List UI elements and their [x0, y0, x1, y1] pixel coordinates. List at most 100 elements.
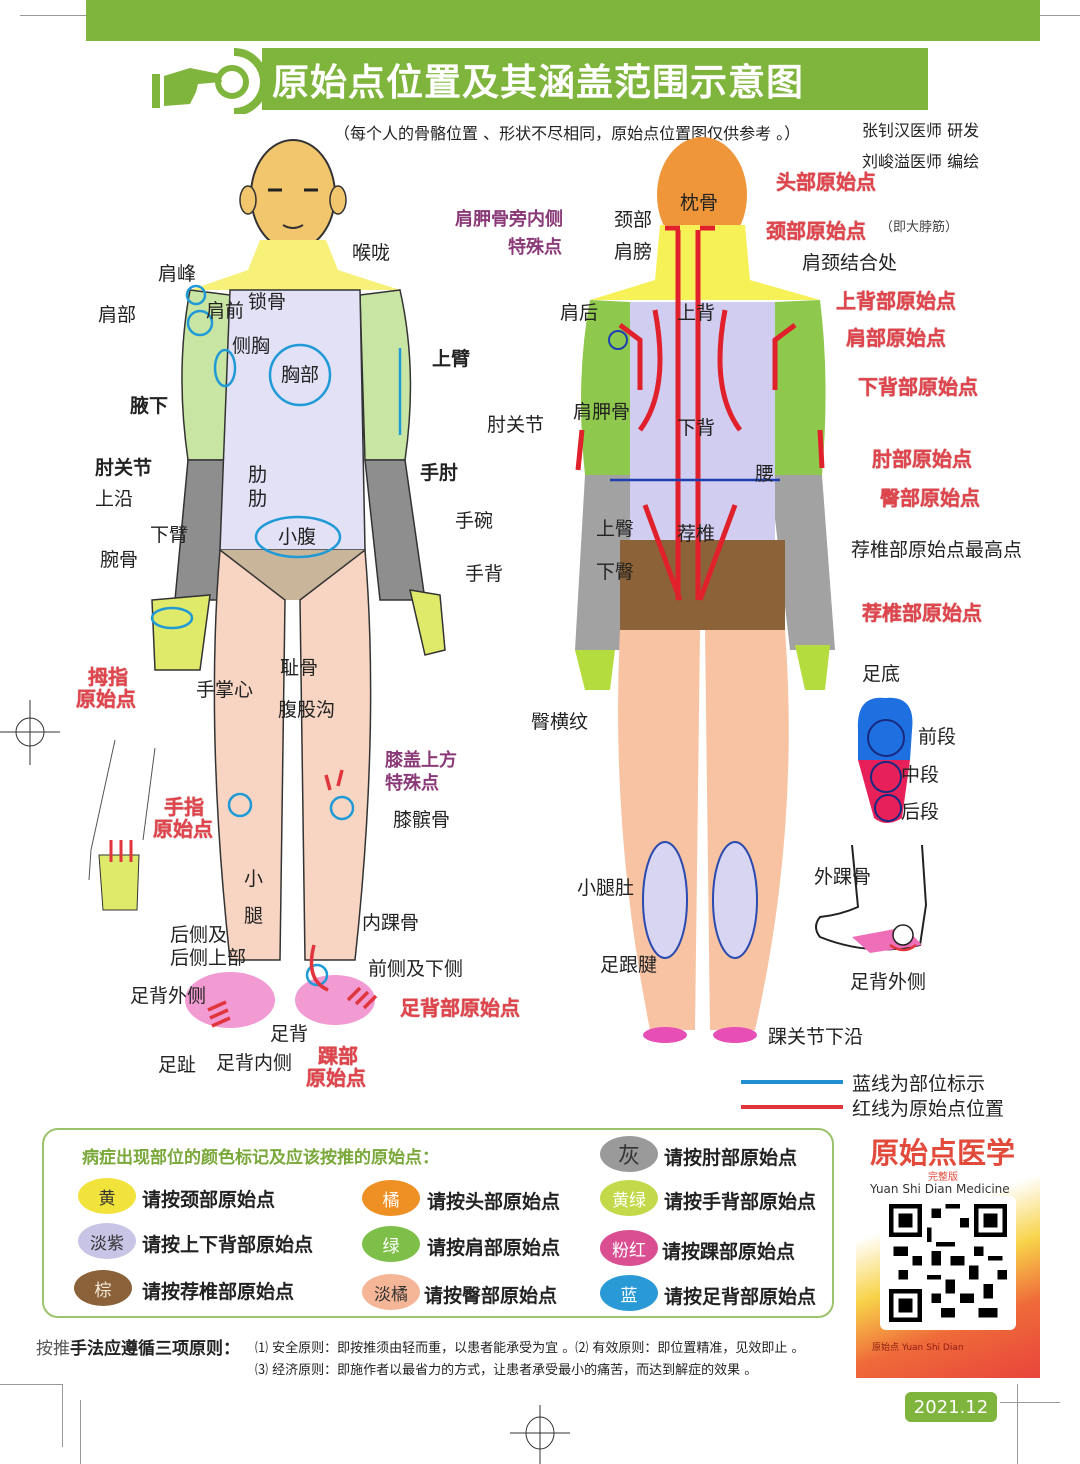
chip-yellow-green: 黄绿 — [600, 1180, 658, 1216]
label-scapula-special-1: 肩胛骨旁内侧 — [455, 209, 563, 230]
label-achilles: 足跟腱 — [600, 954, 658, 976]
origin-ankle-2: 原始点 — [306, 1066, 366, 1090]
red-line-swatch — [741, 1105, 843, 1109]
label-sole-middle: 中段 — [901, 764, 940, 786]
origin-instep: 足背部原始点 — [400, 996, 520, 1020]
label-sole: 足底 — [862, 663, 901, 685]
page-title: 原始点位置及其涵盖范围示意图 — [272, 61, 804, 104]
label-elbow-edge-1: 肘关节 — [95, 457, 153, 479]
label-pubic-bone: 耻骨 — [280, 657, 319, 679]
chip-green: 绿 — [362, 1226, 420, 1262]
label-sole-rear: 后段 — [901, 801, 940, 823]
label-above-knee-2: 特殊点 — [385, 773, 439, 794]
label-occipital: 枕骨 — [680, 192, 719, 214]
label-calf-2: 腿 — [244, 905, 264, 927]
label-shoulder-top: 肩膀 — [614, 241, 653, 263]
date-badge: 2021.12 — [905, 1392, 997, 1422]
label-posterior-2: 后侧上部 — [170, 947, 247, 969]
label-groin: 腹股沟 — [278, 699, 336, 721]
legend-text-light-orange: 请按臀部原始点 — [424, 1285, 558, 1307]
label-upper-back: 上背 — [677, 302, 716, 324]
front-body-figure — [150, 139, 446, 1028]
qr-code-icon[interactable] — [880, 1196, 1016, 1330]
label-side-lateral-instep: 足背外侧 — [850, 971, 927, 993]
chip-gray: 灰 — [600, 1136, 658, 1172]
label-calf-1: 小 — [244, 868, 264, 890]
sole-figure — [857, 697, 913, 823]
chip-yellow: 黄 — [78, 1178, 136, 1214]
color-legend-heading: 病症出现部位的颜色标记及应该按推的原始点： — [82, 1148, 439, 1168]
principles-heading: 按推手法应遵循三项原则： — [36, 1334, 240, 1359]
label-chest: 胸部 — [281, 364, 320, 386]
pointing-hand-target-icon — [152, 48, 265, 114]
legend-text-blue: 请按足背部原始点 — [664, 1286, 817, 1308]
chip-light-purple: 淡紫 — [78, 1223, 136, 1259]
chip-orange: 橘 — [362, 1180, 420, 1216]
label-forearm: 下臂 — [150, 524, 189, 546]
label-shoulder-neck-junction: 肩颈结合处 — [802, 252, 898, 274]
label-lower-buttock: 下臀 — [596, 561, 635, 583]
label-medial-instep: 足背内侧 — [216, 1052, 293, 1074]
legend-text-yellow: 请按颈部原始点 — [142, 1189, 276, 1211]
chip-brown: 棕 — [74, 1270, 132, 1306]
label-clavicle: 锁骨 — [248, 291, 287, 313]
title-banner — [262, 48, 928, 110]
label-scapula: 肩胛骨 — [573, 401, 631, 423]
label-elbow-edge-2: 上沿 — [95, 488, 134, 510]
label-wrist-bone: 腕骨 — [100, 549, 139, 571]
label-waist: 腰 — [755, 463, 775, 485]
promo-title: 原始点医学 — [870, 1136, 1016, 1170]
origin-buttock: 臀部原始点 — [880, 486, 980, 510]
label-trapezius-note: （即大脖筋） — [880, 220, 959, 235]
principles-lead-light: 按推 — [36, 1339, 70, 1359]
crop-mark — [1040, 15, 1080, 16]
origin-finger-2: 原始点 — [153, 817, 213, 841]
side-foot-figure — [815, 845, 928, 953]
label-palm-center: 手掌心 — [196, 679, 254, 701]
label-gluteal-fold: 臀横纹 — [531, 711, 589, 733]
registration-mark — [0, 700, 60, 765]
legend-text-brown: 请按荐椎部原始点 — [142, 1281, 295, 1303]
label-acromion: 肩峰 — [158, 263, 197, 285]
label-lower-abdomen: 小腹 — [278, 526, 317, 548]
origin-lower-back: 下背部原始点 — [858, 375, 978, 399]
label-elbow-joint: 肘关节 — [487, 414, 545, 436]
top-green-band — [86, 0, 1040, 41]
label-sole-front: 前段 — [918, 726, 957, 748]
red-line-label: 红线为原始点位置 — [852, 1098, 1005, 1120]
label-ribs-1: 肋 — [248, 464, 268, 486]
origin-ankle-1: 踝部 — [318, 1044, 358, 1068]
label-above-knee-1: 膝盖上方 — [385, 750, 457, 771]
label-ankle-lower-edge: 踝关节下沿 — [768, 1026, 864, 1048]
crop-mark — [80, 1400, 81, 1464]
chip-blue: 蓝 — [600, 1275, 658, 1311]
crop-mark — [0, 1384, 62, 1385]
author-illustration: 刘峻溢医师 编绘 — [862, 152, 980, 171]
label-wrist: 手碗 — [455, 510, 494, 532]
legend-text-gray: 请按肘部原始点 — [664, 1147, 798, 1169]
crop-mark — [20, 15, 86, 16]
legend-text-pink: 请按踝部原始点 — [662, 1241, 796, 1263]
principle-line-2: ⑶ 经济原则：即施作者以最省力的方式，让患者承受最小的痛苦，而达到解症的效果 。 — [255, 1363, 758, 1378]
chip-light-orange: 淡橘 — [362, 1274, 420, 1310]
registration-mark — [510, 1405, 570, 1464]
label-front-shoulder: 肩前 — [206, 300, 245, 322]
legend-text-yellow-green: 请按手背部原始点 — [664, 1191, 817, 1213]
label-neck: 颈部 — [614, 209, 653, 231]
promo-footer: 原始点 Yuan Shi Dian — [872, 1343, 964, 1353]
label-back-of-hand: 手背 — [465, 563, 504, 585]
blue-line-swatch — [741, 1080, 843, 1084]
blue-line-label: 蓝线为部位标示 — [852, 1073, 986, 1095]
origin-upper-back: 上背部原始点 — [836, 289, 956, 313]
origin-finger-1: 手指 — [164, 795, 204, 819]
origin-thumb-1: 拇指 — [88, 665, 128, 689]
legend-text-orange: 请按头部原始点 — [427, 1191, 561, 1213]
crop-mark — [62, 1384, 63, 1447]
color-legend-panel — [42, 1128, 834, 1318]
label-throat: 喉咙 — [352, 242, 391, 264]
label-armpit: 腋下 — [130, 395, 169, 417]
principles-lead-bold: 手法应遵循三项原则： — [70, 1339, 240, 1359]
side-hand-figure — [88, 740, 156, 911]
label-lateral-instep: 足背外侧 — [130, 985, 207, 1007]
label-calf-belly: 小腿肚 — [577, 877, 635, 899]
